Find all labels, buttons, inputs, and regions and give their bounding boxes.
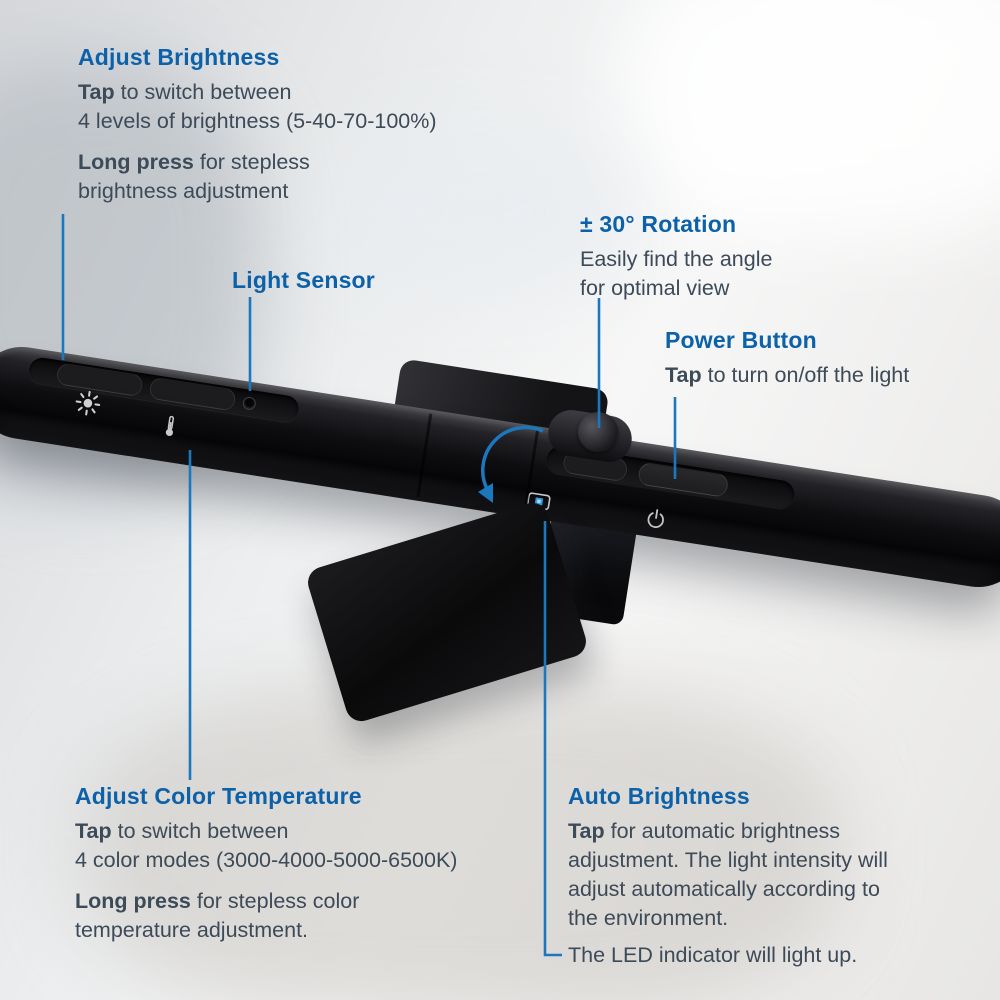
bold-word: Tap (665, 363, 702, 387)
bold-word: Long press (78, 150, 194, 174)
callout-text-line: The LED indicator will light up. (568, 943, 858, 967)
callout-text-line: the environment. (568, 906, 729, 930)
callout-text-line: Tap to switch between (75, 817, 457, 846)
sun-icon (75, 390, 101, 416)
callout-title: Power Button (665, 327, 817, 353)
power-touch-key (636, 461, 730, 498)
bar-joint-seam (416, 413, 433, 498)
callout-title: Adjust Color Temperature (75, 783, 362, 809)
callout-title: Light Sensor (232, 267, 375, 293)
text-run: for stepless color (190, 889, 360, 913)
color-temp-touch-key (148, 376, 237, 412)
spacer (75, 875, 457, 887)
bold-word: Long press (75, 889, 191, 913)
text-run: to turn on/off the light (701, 363, 910, 387)
callout-text-line: Long press for stepless (78, 148, 437, 177)
callout-text-line: 4 levels of brightness (5-40-70-100%) (78, 109, 437, 133)
callout-text-line: for optimal view (580, 276, 730, 300)
callout-adjust-brightness: Adjust Brightness Tap to switch between … (78, 44, 437, 206)
callout-text-line: temperature adjustment. (75, 918, 309, 942)
spacer (78, 136, 437, 148)
bold-word: Tap (568, 819, 605, 843)
bold-word: Tap (75, 819, 112, 843)
light-bar (0, 340, 1000, 594)
callout-led-note: The LED indicator will light up. (568, 941, 857, 970)
text-run: to switch between (111, 819, 289, 843)
power-icon (647, 509, 664, 529)
text-run: to switch between (114, 80, 292, 104)
callout-adjust-color-temperature: Adjust Color Temperature Tap to switch b… (75, 783, 457, 945)
background-blur-shape-center (330, 120, 630, 300)
background-blur-shape-bottom (80, 680, 840, 1000)
callout-text-line: 4 color modes (3000-4000-5000-6500K) (75, 848, 458, 872)
background-blur-window (620, 0, 1000, 240)
callout-text-line: brightness adjustment (78, 179, 289, 203)
light-sensor-dot (241, 395, 257, 411)
callout-light-sensor: Light Sensor (232, 267, 375, 301)
text-run: for stepless (193, 150, 310, 174)
thermometer-icon (165, 415, 175, 437)
callout-text-line: adjust automatically according to (568, 877, 880, 901)
hinge-end-cap (578, 412, 618, 452)
callout-rotation: ± 30° Rotation Easily find the angle for… (580, 211, 772, 303)
callout-text-line: adjustment. The light intensity will (568, 848, 888, 872)
callout-text-line: Long press for stepless color (75, 887, 457, 916)
callout-text-line: Tap to turn on/off the light (665, 361, 909, 390)
callout-title: Adjust Brightness (78, 44, 280, 70)
callout-text-line: Tap to switch between (78, 78, 437, 107)
bold-word: Tap (78, 80, 115, 104)
callout-text-line: Tap for automatic brightness (568, 817, 888, 846)
callout-title: Auto Brightness (568, 783, 750, 809)
text-run: for automatic brightness (604, 819, 841, 843)
callout-auto-brightness: Auto Brightness Tap for automatic bright… (568, 783, 888, 933)
callout-text-line: Easily find the angle (580, 247, 773, 271)
callout-power-button: Power Button Tap to turn on/off the ligh… (665, 327, 909, 390)
callout-title: ± 30° Rotation (580, 211, 737, 237)
